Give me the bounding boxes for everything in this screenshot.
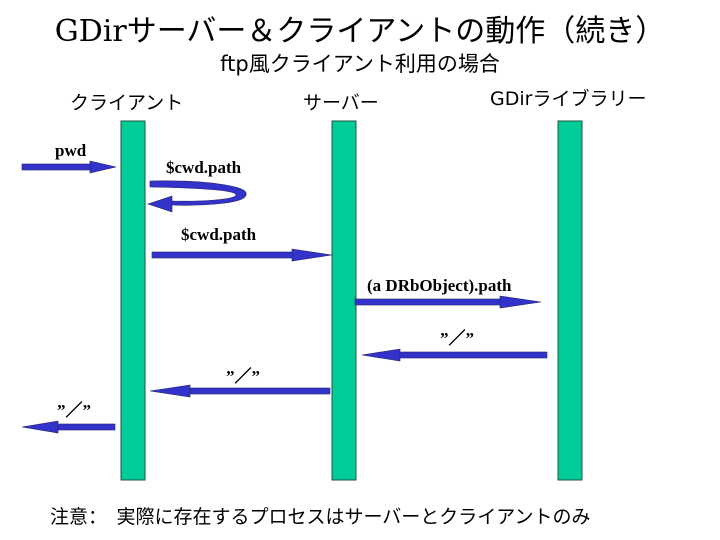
message-label-to-library: (a DRbObject).path	[367, 276, 512, 295]
arrow-to-library	[354, 295, 542, 309]
message-label-to-server: $cwd.path	[181, 225, 257, 244]
arrow-pwd	[21, 160, 117, 174]
lifeline-library	[557, 120, 583, 481]
lifeline-server	[331, 120, 357, 481]
message-label-return-library: ”／”	[440, 329, 474, 348]
message-label-pwd: pwd	[55, 141, 87, 160]
message-label-return-client: ”／”	[57, 401, 91, 420]
arrow-return-server	[149, 384, 331, 398]
slide-subtitle: ftp風クライアント利用の場合	[220, 52, 500, 76]
arrow-return-client	[21, 420, 116, 434]
message-label-self-call: $cwd.path	[166, 158, 242, 177]
lifeline-label-client: クライアント	[70, 92, 184, 114]
slide-title: GDirサーバー＆クライアントの動作（続き）	[54, 14, 666, 49]
lifeline-client	[120, 120, 146, 481]
arrow-to-server	[151, 248, 333, 262]
lifeline-label-server: サーバー	[303, 92, 379, 114]
lifeline-label-library: GDirライブラリー	[490, 88, 647, 110]
message-label-return-server: ”／”	[226, 367, 260, 386]
arrow-return-library	[361, 348, 548, 362]
footnote: 注意： 実際に存在するプロセスはサーバーとクライアントのみ	[50, 506, 591, 528]
arrow-self-call	[147, 180, 247, 213]
